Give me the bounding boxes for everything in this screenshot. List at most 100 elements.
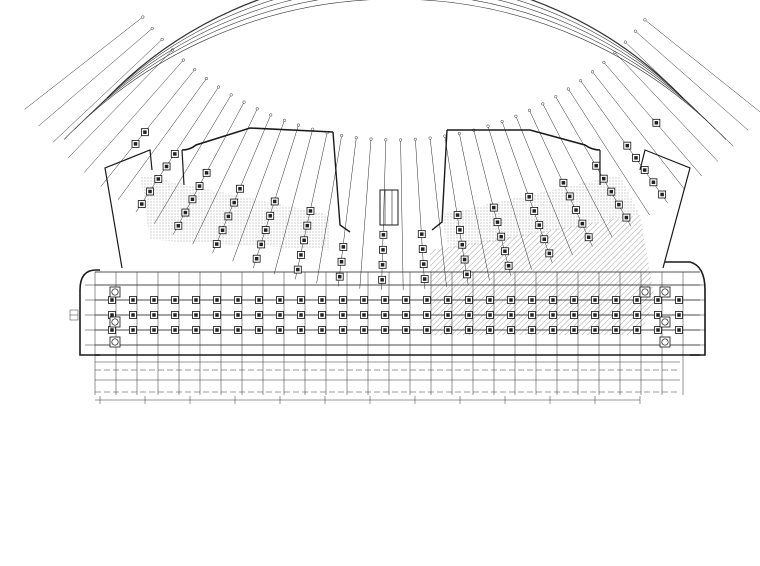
- end-column-pile: [111, 288, 119, 296]
- column-footing-core: [488, 328, 492, 332]
- column-footing-core: [173, 313, 177, 317]
- column-footing-core: [143, 130, 147, 134]
- column-footing-core: [263, 228, 268, 232]
- column-footing-core: [110, 313, 114, 317]
- column-footing-core: [257, 298, 261, 302]
- radial-grid-line: [568, 88, 650, 216]
- radial-grid-line: [192, 108, 258, 245]
- column-footing-core: [341, 328, 345, 332]
- column-footing-core: [173, 298, 177, 302]
- column-footing-core: [305, 223, 310, 228]
- radial-grid-line: [83, 59, 184, 173]
- left-top-return: [181, 149, 185, 186]
- end-column: [659, 286, 671, 298]
- right-top-wall: [447, 129, 601, 151]
- column-footing-core: [572, 298, 576, 302]
- column-footing-core: [164, 164, 169, 169]
- grid-bubble: [399, 138, 403, 142]
- curved-beam: [106, 0, 684, 99]
- column-footing-core: [152, 328, 156, 332]
- column-footings: [108, 118, 683, 348]
- column-footing-core: [257, 313, 261, 317]
- column-footing-core: [299, 253, 303, 257]
- column-footing-core: [551, 313, 555, 317]
- grid-bubble: [282, 118, 287, 122]
- column-footing-core: [572, 328, 576, 332]
- grid-bubble: [566, 87, 570, 91]
- curved-beam: [63, 0, 727, 140]
- right-end-wall: [665, 261, 706, 356]
- column-footing-core: [299, 328, 303, 332]
- column-footing-core: [527, 195, 531, 199]
- column-footing-core: [420, 232, 424, 236]
- column-footing-core: [503, 249, 507, 253]
- grid-bubble: [369, 137, 373, 141]
- grid-bubble: [554, 95, 558, 99]
- column-footing-core: [152, 298, 156, 302]
- column-footing-core: [458, 228, 462, 232]
- grid-bubble: [269, 113, 273, 117]
- column-footing-core: [421, 262, 426, 266]
- radial-grid-line: [400, 139, 404, 290]
- left-top-wall: [181, 127, 334, 151]
- central-core: [379, 189, 399, 226]
- column-footing-core: [425, 328, 429, 332]
- end-column-pile: [661, 318, 669, 326]
- column-footing-core: [499, 234, 503, 239]
- grid-bubble: [602, 60, 606, 64]
- column-footing-core: [593, 298, 597, 302]
- column-footing-core: [110, 328, 114, 332]
- grid-bubble: [242, 100, 246, 104]
- radial-grid-line: [154, 94, 232, 224]
- column-footing-core: [257, 328, 261, 332]
- column-footing-core: [268, 214, 272, 218]
- right-wing-wall: [639, 149, 691, 269]
- grid-bubble: [217, 85, 221, 89]
- detail-marker: [69, 309, 79, 321]
- grid-bubble: [527, 108, 532, 112]
- end-column-pile: [111, 318, 119, 326]
- column-footing-core: [465, 272, 469, 277]
- column-footing-core: [215, 298, 219, 302]
- column-footing-core: [567, 194, 572, 199]
- grid-bubble: [633, 29, 637, 33]
- column-footing-core: [226, 214, 231, 219]
- right-inner-wall: [431, 129, 448, 231]
- grid-bubble: [428, 136, 432, 140]
- column-footing-core: [422, 277, 427, 281]
- end-column-pile: [661, 338, 669, 346]
- column-footing-core: [537, 223, 541, 227]
- curved-beam: [96, 0, 694, 109]
- column-footing-core: [656, 298, 660, 302]
- column-footing-core: [446, 298, 450, 302]
- column-footing-core: [236, 313, 240, 317]
- column-footing-core: [551, 328, 555, 332]
- column-footing-core: [614, 313, 618, 317]
- column-footing-core: [215, 328, 219, 332]
- radial-grid-line: [38, 28, 153, 127]
- end-column: [109, 286, 121, 298]
- column-footing-core: [462, 257, 467, 262]
- column-footing-core: [341, 245, 346, 249]
- radial-grid-line: [359, 139, 372, 289]
- end-column-pile: [111, 338, 119, 346]
- column-footing-core: [488, 313, 492, 317]
- column-footing-core: [339, 260, 344, 264]
- column-footing-core: [460, 242, 465, 247]
- grid-bubble: [311, 127, 315, 131]
- column-footing-core: [530, 298, 534, 302]
- end-column-pile: [661, 288, 669, 296]
- column-footing-core: [236, 328, 240, 332]
- radial-grid-line: [592, 71, 686, 191]
- column-footing-core: [446, 313, 450, 317]
- column-footing-core: [362, 328, 366, 332]
- column-footing-core: [131, 313, 135, 317]
- grid-bubble: [623, 40, 627, 44]
- grid-bubble: [229, 93, 233, 97]
- column-footing-core: [341, 298, 345, 302]
- column-footing-core: [110, 298, 114, 302]
- end-column: [659, 316, 671, 328]
- column-footing-core: [383, 313, 387, 317]
- column-footing-core: [509, 328, 513, 332]
- column-footing-core: [609, 189, 614, 194]
